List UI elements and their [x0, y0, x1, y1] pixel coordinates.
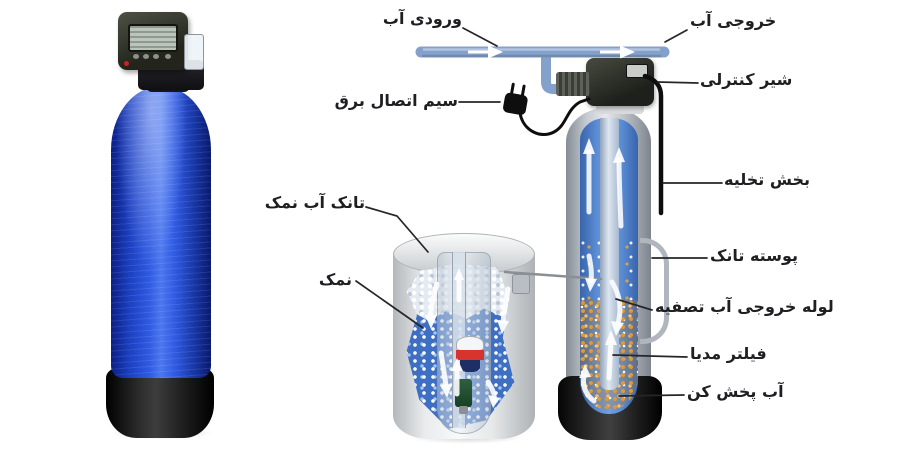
- float-valve-band: [456, 350, 484, 360]
- valve-button: [165, 54, 171, 59]
- label-brine-tank: تانک آب نمک: [264, 193, 365, 212]
- label-filter-media: فیلتر مدیا: [690, 344, 767, 363]
- left-tank-body: [111, 86, 211, 378]
- label-water-distributor: آب پخش کن: [687, 382, 784, 401]
- valve-button: [153, 54, 159, 59]
- air-check-tip: [459, 406, 468, 414]
- valve-injector-housing: [184, 34, 204, 70]
- label-control-valve: شیر کنترلی: [700, 70, 793, 89]
- label-tank-shell: پوسته تانک: [710, 246, 798, 265]
- label-power-cord: سیم اتصال برق: [334, 91, 458, 110]
- riser-tube: [600, 118, 619, 390]
- valve-indicator: [124, 61, 129, 66]
- label-drain-section: بخش تخلیه: [724, 170, 811, 189]
- air-check-valve: [455, 379, 472, 407]
- drain-hose-loop: [640, 238, 669, 344]
- valve-display: [626, 64, 648, 78]
- valve-inlet-port: [556, 72, 590, 96]
- label-salt: نمک: [318, 270, 352, 289]
- label-water-outlet: خروجی آب: [690, 11, 777, 30]
- valve-button: [133, 54, 139, 59]
- label-treated-water-pipe: لوله خروجی آب تصفیه: [655, 297, 834, 316]
- pipe-flow-arrow-icon: [468, 45, 635, 59]
- float-valve-cap: [456, 336, 484, 351]
- valve-button: [143, 54, 149, 59]
- valve-lcd-screen: [128, 24, 178, 52]
- left-tank-base: [106, 368, 214, 438]
- float-valve-body: [460, 360, 480, 372]
- brine-line-fitting: [512, 274, 530, 294]
- power-plug-icon: [503, 82, 528, 115]
- label-water-inlet: ورودی آب: [382, 9, 462, 28]
